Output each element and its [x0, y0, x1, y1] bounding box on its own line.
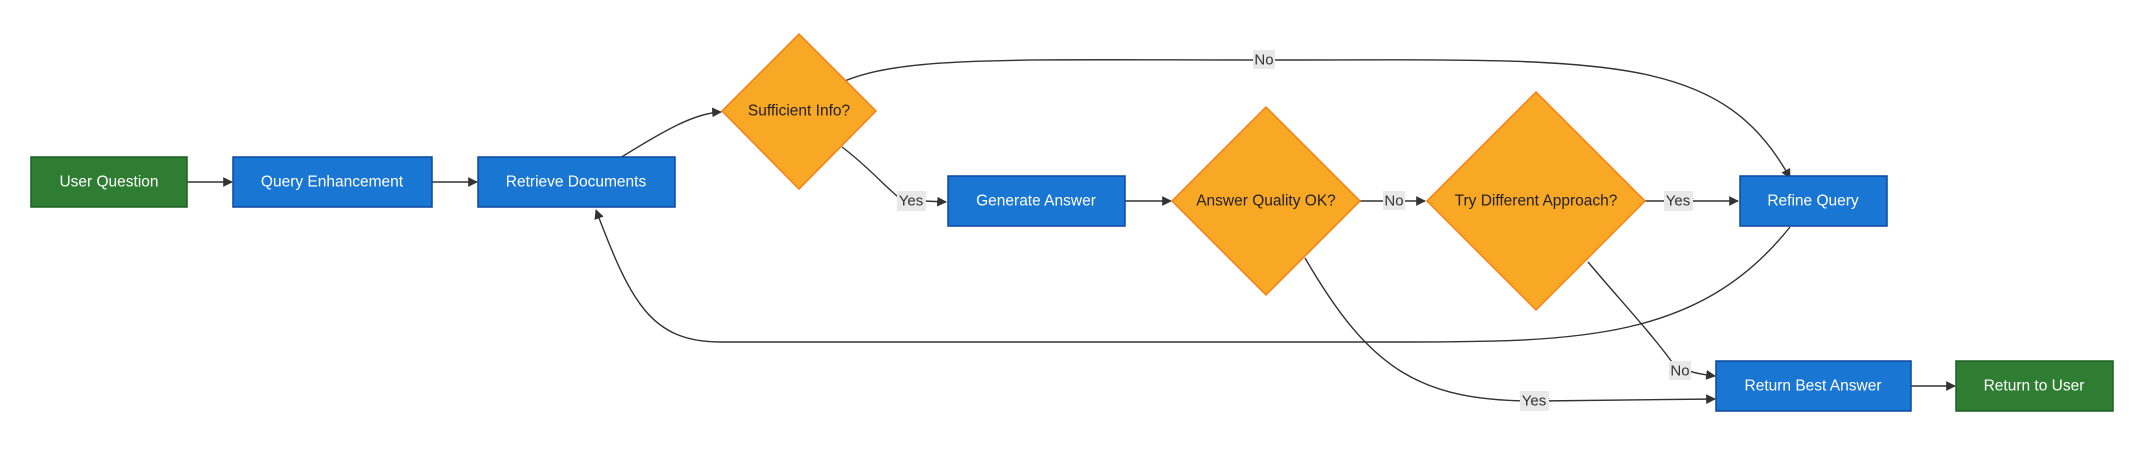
edge-label-quality-no: No	[1384, 193, 1403, 210]
node-label: Generate Answer	[976, 193, 1096, 210]
node-label: User Question	[59, 174, 158, 191]
edge-label-different-no: No	[1670, 363, 1689, 380]
node-refine-query[interactable]: Refine Query	[1739, 175, 1888, 227]
edge-answer-quality-yes-to-return-best-answer	[1304, 257, 1716, 405]
node-label: Sufficient Info?	[748, 103, 851, 120]
node-retrieve-documents[interactable]: Retrieve Documents	[477, 156, 676, 208]
terminal-box	[1955, 360, 2114, 412]
node-user-question[interactable]: User Question	[30, 156, 188, 208]
node-label: Return to User	[1984, 378, 2085, 395]
node-label: Retrieve Documents	[506, 174, 647, 191]
node-label: Return Best Answer	[1745, 378, 1882, 395]
edge-refine-query-to-retrieve-documents	[594, 209, 1791, 343]
node-generate-answer[interactable]: Generate Answer	[947, 175, 1126, 227]
edge-retrieve-documents-to-sufficient-info	[619, 107, 722, 159]
decision-diamond	[1425, 90, 1647, 312]
node-label: Try Different Approach?	[1455, 193, 1618, 210]
decision-diamond	[1170, 105, 1362, 297]
edges	[187, 59, 1956, 405]
node-sufficient-info[interactable]: Sufficient Info?	[720, 32, 878, 191]
edge-label-sufficient-yes: Yes	[899, 193, 923, 210]
nodes: User Question Query Enhancement Retrieve…	[30, 32, 2114, 412]
process-box	[232, 156, 433, 208]
edge-label-sufficient-no: No	[1254, 52, 1273, 69]
node-answer-quality[interactable]: Answer Quality OK?	[1170, 105, 1362, 297]
edge-labels: No Yes No Yes Yes No	[897, 50, 1693, 411]
edge-label-quality-yes: Yes	[1522, 393, 1546, 410]
node-query-enhancement[interactable]: Query Enhancement	[232, 156, 433, 208]
process-box	[1715, 360, 1912, 412]
process-box	[947, 175, 1126, 227]
decision-diamond	[720, 32, 878, 191]
node-return-best-answer[interactable]: Return Best Answer	[1715, 360, 1912, 412]
process-box	[477, 156, 676, 208]
terminal-box	[30, 156, 188, 208]
process-box	[1739, 175, 1888, 227]
edge-sufficient-info-no-to-refine-query	[829, 59, 1791, 179]
edge-label-different-yes: Yes	[1666, 193, 1690, 210]
node-label: Refine Query	[1767, 193, 1859, 210]
node-label: Answer Quality OK?	[1196, 193, 1336, 210]
node-label: Query Enhancement	[261, 174, 404, 191]
node-try-different[interactable]: Try Different Approach?	[1425, 90, 1647, 312]
edge-try-different-no-to-return-best-answer	[1587, 261, 1716, 380]
node-return-to-user[interactable]: Return to User	[1955, 360, 2114, 412]
edge-sufficient-info-yes-to-generate-answer	[841, 146, 947, 207]
